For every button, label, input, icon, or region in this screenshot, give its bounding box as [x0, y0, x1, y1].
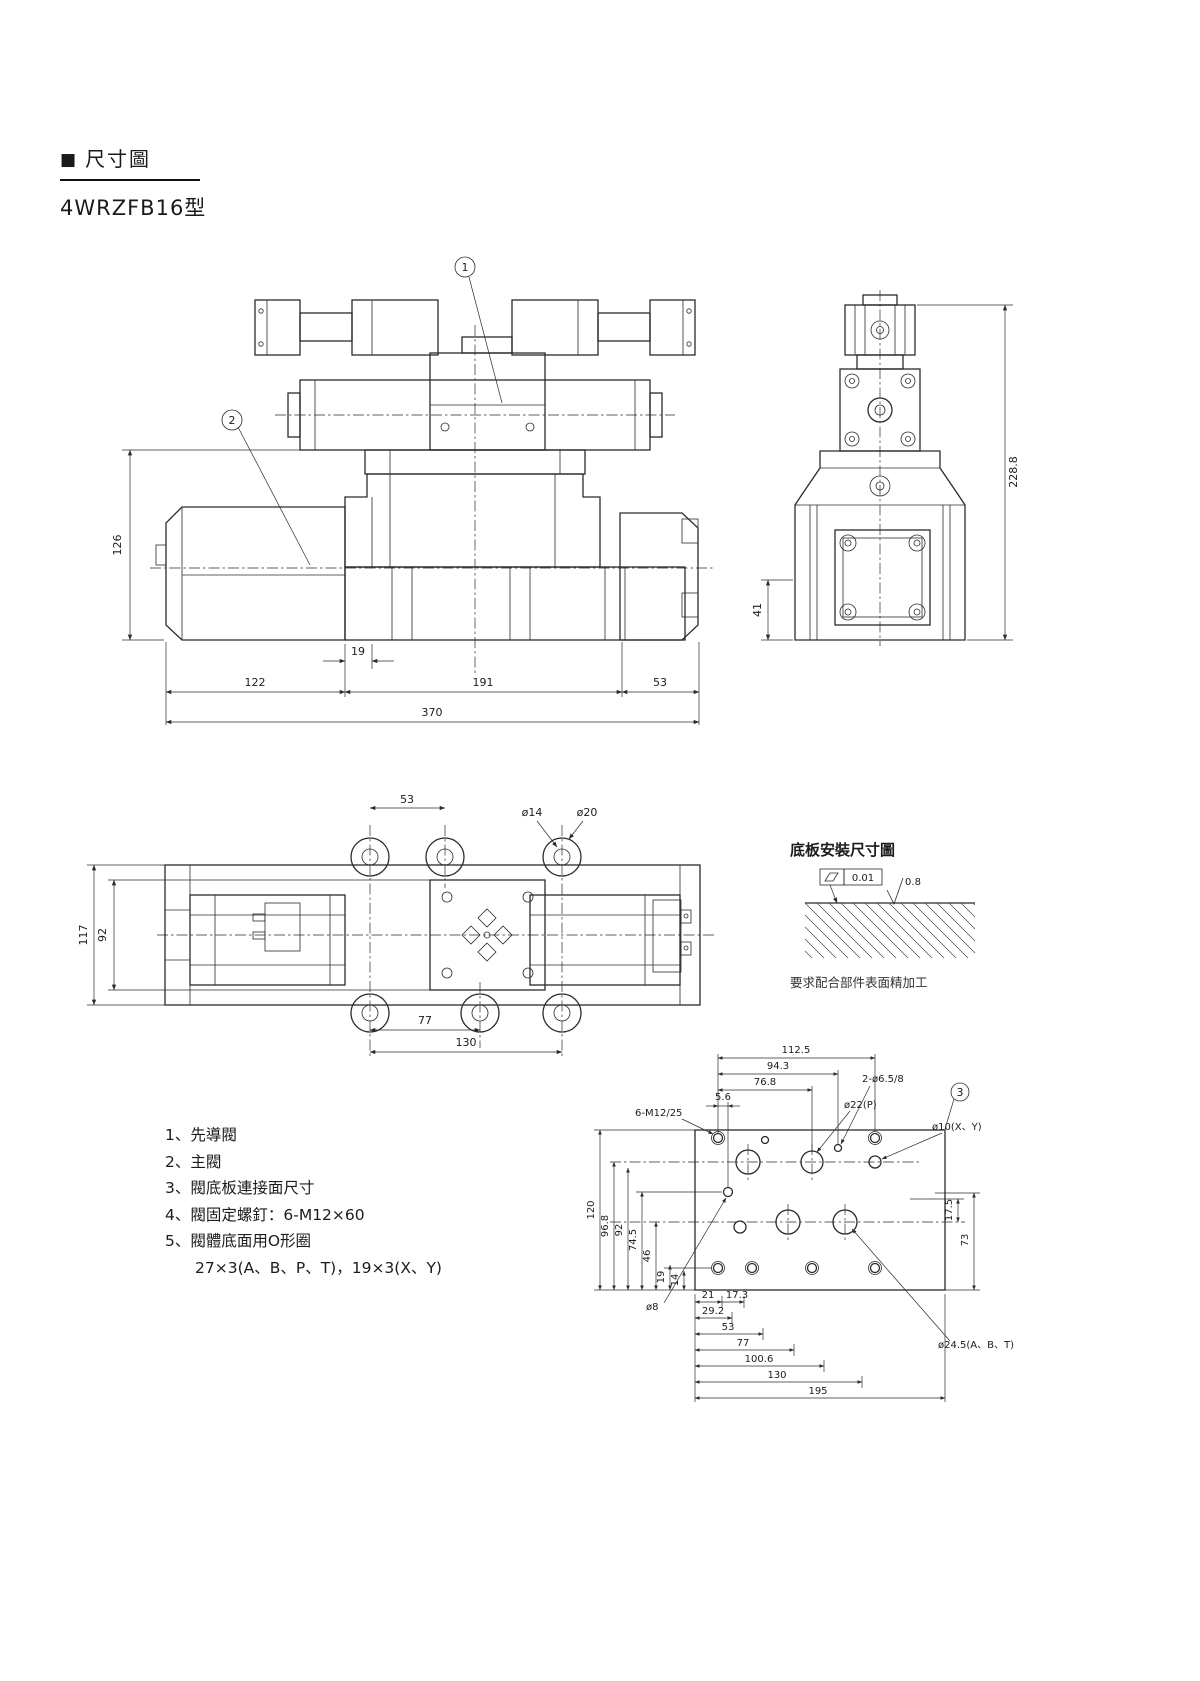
- dim-92: 92: [96, 928, 109, 942]
- top-view-dimensions: 53 ø14 ø20 117 92 77 130: [77, 793, 598, 1055]
- front-view-callout-2: 2: [221, 409, 311, 566]
- plate-left-dimensions: 120 96.8 92 74.5 46 19 14: [586, 1129, 722, 1291]
- dim-74-5: 74.5: [628, 1229, 639, 1251]
- dim-53-top: 53: [400, 793, 414, 806]
- dim-77: 77: [418, 1014, 432, 1027]
- dim-29-2: 29.2: [702, 1306, 724, 1317]
- side-view-drawing: 228.8 41: [751, 290, 1020, 646]
- plate-top-dimensions: 112.5 94.3 76.8 5.6: [706, 1045, 876, 1187]
- dim-53-plate: 53: [722, 1322, 735, 1333]
- note-item-5: 5、閥體底面用O形圈: [165, 1232, 312, 1250]
- dim-17-3: 17.3: [726, 1290, 748, 1301]
- dim-17-5: 17.5: [944, 1199, 955, 1221]
- callout-1-number: 1: [462, 261, 469, 274]
- dim-92-plate: 92: [614, 1224, 625, 1237]
- dim-117: 117: [77, 925, 90, 946]
- plate-bottom-dimensions: 21 17.3 29.2 53 77 100.6 130 195: [694, 1290, 946, 1402]
- dim-370: 370: [422, 706, 443, 719]
- dim-130: 130: [456, 1036, 477, 1049]
- dim-122: 122: [245, 676, 266, 689]
- dim-19: 19: [351, 645, 365, 658]
- dim-19-plate: 19: [656, 1271, 667, 1284]
- callout-2-number: 2: [229, 414, 236, 427]
- label-dia10-xy: ø10(X、Y): [932, 1122, 982, 1133]
- dim-77-plate: 77: [737, 1338, 750, 1349]
- front-view-drawing: 1 2 126 19 122 191 53: [111, 256, 715, 725]
- dim-5-6: 5.6: [715, 1092, 731, 1103]
- section-title: 尺寸圖: [85, 147, 152, 171]
- surface-finish-caption: 要求配合部件表面精加工: [790, 975, 928, 990]
- legend-notes: 1、先導閥 2、主閥 3、閥底板連接面尺寸 4、閥固定螺釘：6-M12×60 5…: [165, 1122, 442, 1281]
- mounting-plate-drawing: 112.5 94.3 76.8 5.6 6-M12/25 2-ø6.5/8 ø2…: [586, 1045, 1014, 1402]
- flatness-value: 0.01: [852, 873, 874, 884]
- dim-228-8: 228.8: [1007, 456, 1020, 488]
- front-view-main-valve: [150, 325, 715, 675]
- label-m12: 6-M12/25: [635, 1108, 682, 1119]
- dim-100-6: 100.6: [745, 1354, 774, 1365]
- dim-dia14: ø14: [522, 806, 543, 819]
- top-view-body: [157, 825, 715, 1056]
- dim-191: 191: [473, 676, 494, 689]
- dim-76-8: 76.8: [754, 1077, 776, 1088]
- front-view-callout-1: 1: [454, 256, 503, 404]
- plate-callout-3: 3: [944, 1082, 970, 1130]
- dim-41: 41: [751, 603, 764, 617]
- dim-21: 21: [702, 1290, 715, 1301]
- section-heading: ■ 尺寸圖: [60, 143, 200, 181]
- mounting-surface-hatch: [804, 902, 976, 959]
- dim-120: 120: [586, 1200, 597, 1219]
- roughness-value: 0.8: [905, 877, 921, 888]
- model-designation: 4WRZFB16型: [60, 196, 207, 220]
- flatness-tolerance-frame: 0.01: [819, 868, 883, 904]
- label-dia8: ø8: [646, 1302, 658, 1313]
- dim-94-3: 94.3: [767, 1061, 789, 1072]
- note-item-2: 2、主閥: [165, 1152, 222, 1171]
- label-dia22-p: ø22(P): [844, 1100, 877, 1111]
- note-item-3: 3、閥底板連接面尺寸: [165, 1179, 315, 1197]
- callout-3-number: 3: [957, 1086, 964, 1099]
- plate-hole-labels: 6-M12/25 2-ø6.5/8 ø22(P) ø10(X、Y) ø8 ø24…: [635, 1074, 1014, 1351]
- dim-130-plate: 130: [767, 1370, 786, 1381]
- side-view-body: [794, 290, 966, 646]
- surface-finish-detail: 底板安裝尺寸圖 0.01 0.8 要求配合部件表面精加工: [790, 841, 976, 990]
- subplate-note-title: 底板安裝尺寸圖: [790, 841, 895, 859]
- dim-dia20: ø20: [577, 806, 598, 819]
- dim-46: 46: [642, 1250, 653, 1263]
- plate-body-and-holes: [610, 1129, 965, 1291]
- dim-53: 53: [653, 676, 667, 689]
- top-view-drawing: 53 ø14 ø20 117 92 77 130: [77, 793, 715, 1056]
- front-view-dimensions: 126 19 122 191 53 370: [111, 449, 700, 725]
- dim-14: 14: [670, 1274, 681, 1287]
- dim-96-8: 96.8: [600, 1215, 611, 1237]
- dim-112-5: 112.5: [782, 1045, 811, 1056]
- front-view-pilot-valve: [254, 299, 696, 451]
- note-item-4: 4、閥固定螺釘：6-M12×60: [165, 1205, 365, 1224]
- dim-126: 126: [111, 535, 124, 556]
- note-item-5-detail: 27×3(A、B、P、T)，19×3(X、Y): [195, 1258, 442, 1277]
- section-square-icon: ■: [60, 150, 77, 170]
- label-dia24-5-abt: ø24.5(A、B、T): [938, 1340, 1014, 1351]
- side-view-dimensions: 228.8 41: [751, 304, 1020, 641]
- dim-73: 73: [960, 1234, 971, 1247]
- label-dia6-5: 2-ø6.5/8: [862, 1074, 904, 1085]
- dim-195: 195: [808, 1386, 827, 1397]
- note-item-1: 1、先導閥: [165, 1126, 237, 1144]
- page-header: ■ 尺寸圖 4WRZFB16型: [60, 143, 206, 222]
- plate-right-dimensions: 17.5 73: [910, 1192, 980, 1291]
- roughness-symbol: 0.8: [886, 877, 921, 906]
